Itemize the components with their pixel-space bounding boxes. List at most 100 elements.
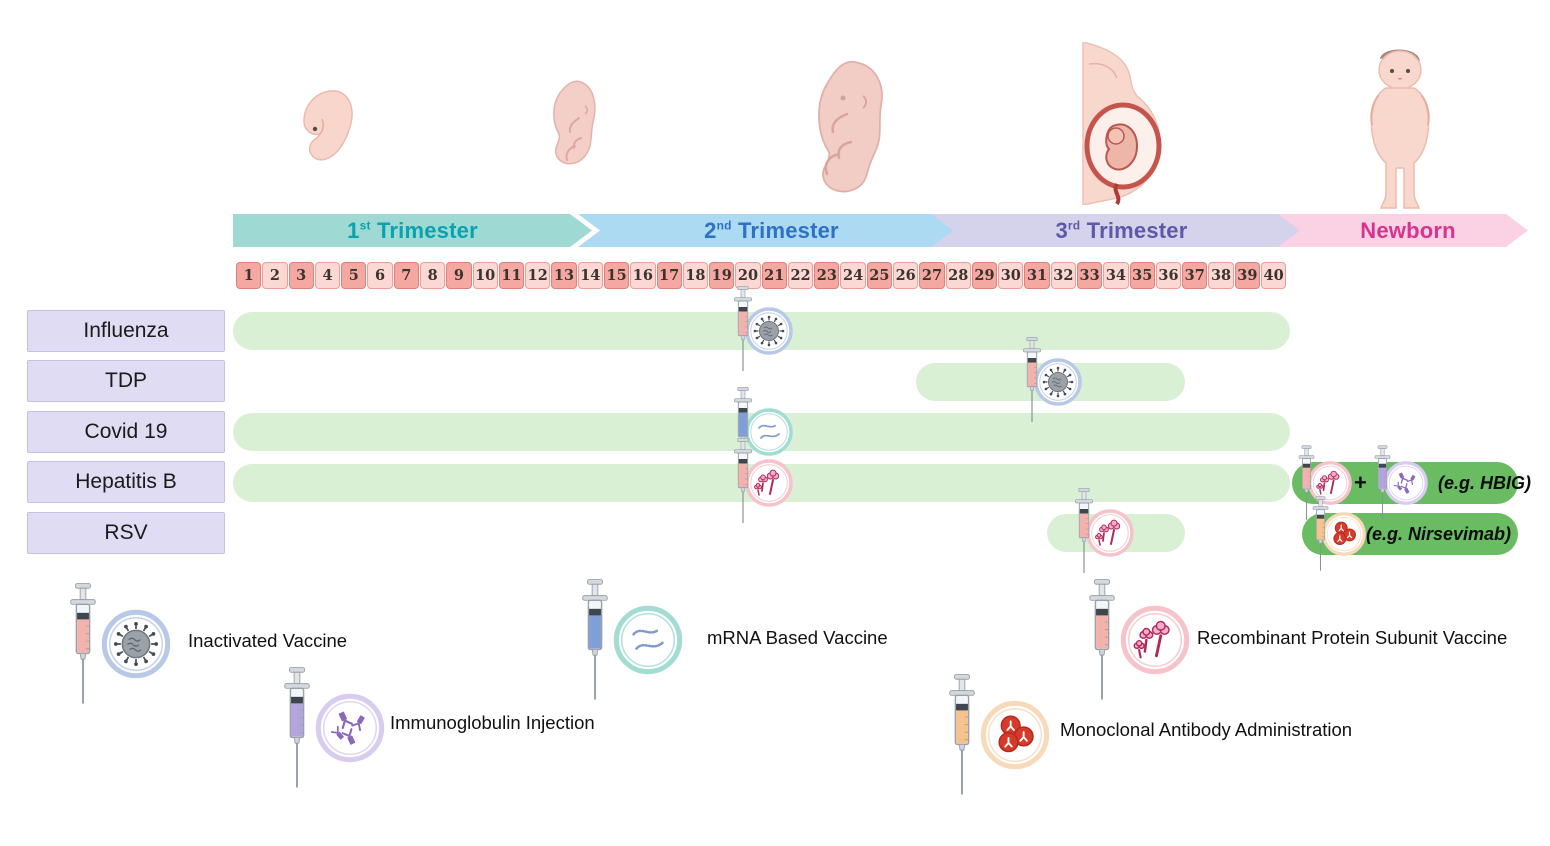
fetus-third-trimester-illustration	[818, 60, 883, 193]
week-number: 35	[1129, 262, 1155, 289]
protein-vaccine-icon	[1072, 482, 1146, 586]
first-trimester-label: 1st Trimester	[347, 217, 478, 243]
week-number: 34	[1103, 262, 1129, 289]
row-label-covid19: Covid 19	[27, 411, 225, 453]
week-number: 6	[367, 262, 393, 289]
week-number: 1	[236, 262, 262, 289]
week-number: 27	[919, 262, 945, 289]
week-number: 33	[1077, 262, 1103, 289]
week-number: 25	[866, 262, 893, 289]
protein-vaccine-icon	[1085, 574, 1197, 714]
second-trimester-label: 2nd Trimester	[704, 217, 839, 243]
inactivated-vaccine-icon	[731, 280, 805, 384]
immunoglobulin-icon	[280, 662, 392, 802]
syringe-icon	[733, 437, 752, 523]
week-number: 3	[288, 262, 314, 289]
week-number: 32	[1050, 262, 1076, 289]
immunoglobulin-icon	[1372, 440, 1436, 532]
week-number: 8	[419, 262, 446, 289]
week-number: 16	[630, 262, 656, 289]
week-number: 4	[314, 262, 341, 289]
legend-label: Inactivated Vaccine	[188, 630, 348, 651]
syringe-icon	[1022, 336, 1041, 422]
first-trimester-arrow: 1st Trimester	[233, 214, 592, 247]
embryo-illustration	[303, 90, 353, 161]
legend-label: Immunoglobulin Injection	[390, 712, 595, 733]
inactivated-vaccine-icon	[66, 578, 178, 718]
legend-label: mRNA Based Vaccine	[707, 627, 888, 648]
row-label-rsv: RSV	[27, 512, 225, 554]
nirsevimab-example-label: (e.g. Nirsevimab)	[1366, 523, 1512, 544]
hepatitis-b-newborn-pill: + (e.g. HBIG)	[1292, 445, 1531, 520]
week-number: 17	[656, 262, 682, 289]
rsv-newborn-pill: (e.g. Nirsevimab)	[1302, 496, 1518, 571]
week-number: 2	[262, 262, 288, 289]
inactivated-vaccine-icon	[1020, 331, 1094, 435]
week-number: 30	[998, 262, 1024, 289]
protein-vaccine-badge	[745, 458, 793, 507]
week-number: 9	[446, 262, 472, 289]
monoclonal-antibody-badge	[980, 700, 1050, 770]
syringe-icon	[949, 674, 975, 795]
week-number: 12	[525, 262, 551, 289]
mrna-vaccine-badge	[613, 605, 683, 675]
week-number: 22	[787, 262, 814, 289]
protein-vaccine-icon	[1296, 440, 1360, 532]
protein-vaccine-badge	[1120, 605, 1190, 675]
week-number: 37	[1182, 262, 1208, 289]
syringe-icon	[70, 583, 96, 704]
monoclonal-antibody-icon	[1310, 491, 1374, 583]
row-label-hepatitis-b: Hepatitis B	[27, 461, 225, 503]
plus-sign: +	[1354, 470, 1367, 495]
mrna-vaccine-icon	[731, 381, 805, 485]
week-number: 19	[709, 262, 735, 289]
syringe-icon	[733, 286, 752, 371]
newborn-label: Newborn	[1360, 217, 1456, 243]
third-trimester-arrow: 3rd Trimester	[931, 214, 1302, 247]
syringe-icon	[1312, 496, 1329, 571]
inactivated-vaccine-badge	[101, 609, 171, 679]
legend-label: Recombinant Protein Subunit Vaccine	[1197, 627, 1508, 648]
protein-vaccine-icon	[731, 432, 805, 536]
syringe-icon	[284, 667, 310, 788]
week-number: 38	[1208, 262, 1234, 289]
monoclonal-antibody-icon	[945, 669, 1057, 809]
week-number: 18	[682, 262, 709, 289]
pregnant-abdomen-illustration	[1082, 42, 1162, 205]
week-number: 26	[893, 262, 919, 289]
row-label-tdp: TDP	[27, 360, 225, 402]
third-trimester-label: 3rd Trimester	[1055, 217, 1188, 243]
week-number: 39	[1234, 262, 1260, 289]
week-number: 31	[1024, 262, 1050, 289]
week-number: 5	[341, 262, 367, 289]
week-number: 23	[814, 262, 840, 289]
week-number: 36	[1155, 262, 1182, 289]
syringe-icon	[582, 579, 608, 700]
week-number: 21	[761, 262, 787, 289]
week-number: 7	[393, 262, 419, 289]
week-number: 13	[551, 262, 577, 289]
syringe-icon	[1075, 488, 1094, 573]
immunoglobulin-badge	[1384, 461, 1428, 505]
week-number: 40	[1260, 262, 1287, 289]
newborn-arrow: Newborn	[1278, 214, 1528, 247]
monoclonal-antibody-badge	[1322, 512, 1366, 556]
fetus-second-trimester-illustration	[553, 80, 596, 165]
hbig-example-label: (e.g. HBIG)	[1438, 472, 1531, 493]
syringe-icon	[1374, 445, 1391, 520]
second-trimester-arrow: 2nd Trimester	[578, 214, 955, 247]
syringe-icon	[1298, 445, 1315, 520]
week-number: 10	[472, 262, 498, 289]
week-number: 14	[577, 262, 603, 289]
newborn-baby-illustration	[1370, 49, 1430, 209]
row-label-influenza: Influenza	[27, 310, 225, 352]
immunoglobulin-badge	[315, 693, 385, 763]
week-number: 24	[840, 262, 866, 289]
week-number: 29	[971, 262, 998, 289]
mrna-vaccine-icon	[578, 574, 690, 714]
week-number: 15	[603, 262, 630, 289]
syringe-icon	[1089, 579, 1115, 700]
week-number: 11	[498, 262, 525, 289]
